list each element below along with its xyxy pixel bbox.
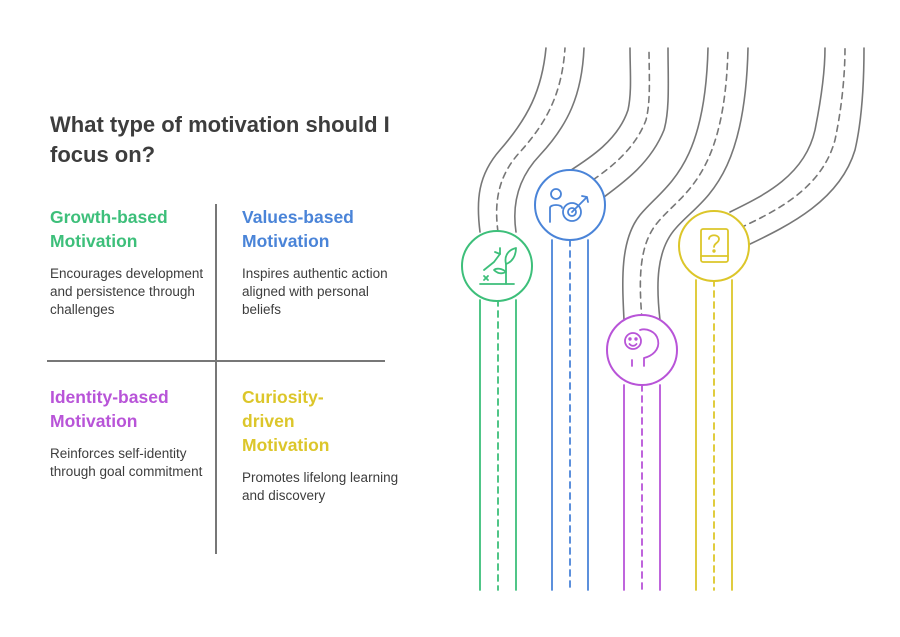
quadrant-values: Values-based Motivation Inspires authent…	[242, 205, 402, 319]
road-gray-identity	[622, 47, 749, 321]
road-values	[551, 239, 589, 591]
page-title: What type of motivation should I focus o…	[50, 112, 390, 167]
quadrant-description-values: Inspires authentic action aligned with p…	[242, 266, 388, 317]
quadrant-heading-curiosity: Curiosity-driven Motivation	[242, 387, 330, 455]
quadrant-description-curiosity: Promotes lifelong learning and discovery	[242, 470, 399, 503]
quadrant-heading-values: Values-based Motivation	[242, 207, 354, 251]
quadrant-growth: Growth-based Motivation Encourages devel…	[50, 205, 210, 319]
quadrant-heading-growth: Growth-based Motivation	[50, 207, 168, 251]
road-growth	[479, 299, 517, 591]
growth-chart-icon	[461, 230, 533, 302]
road-gray-growth	[477, 47, 585, 233]
head-face-icon	[606, 314, 678, 386]
quadrant-identity: Identity-based Motivation Reinforces sel…	[50, 385, 210, 481]
quadrant-divider-vertical	[215, 204, 217, 554]
quadrant-heading-identity: Identity-based Motivation	[50, 387, 169, 431]
road-curiosity	[695, 279, 733, 591]
road-gray-values	[567, 47, 670, 201]
quadrant-divider-horizontal	[47, 360, 385, 362]
quadrant-description-growth: Encourages development and persistence t…	[50, 266, 204, 317]
road-gray-curiosity	[729, 47, 865, 246]
quadrant-curiosity: Curiosity-driven Motivation Promotes lif…	[242, 385, 402, 505]
question-book-icon	[678, 210, 750, 282]
road-identity	[623, 384, 661, 591]
target-person-icon	[534, 169, 606, 241]
quadrant-description-identity: Reinforces self-identity through goal co…	[50, 446, 203, 479]
